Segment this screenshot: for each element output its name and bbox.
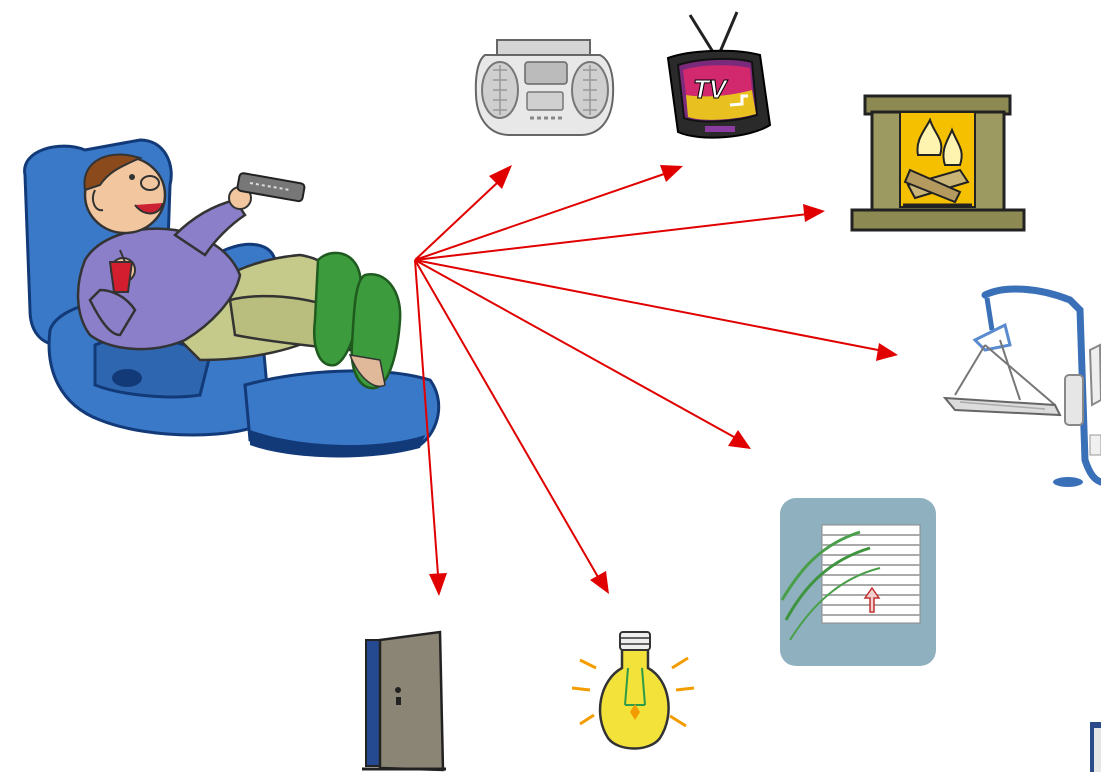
- window-blinds-icon: [780, 498, 936, 666]
- arrow-to-window-blinds: [415, 260, 751, 449]
- arrow-to-fireplace: [415, 204, 825, 260]
- light-bulb-icon: [572, 632, 694, 749]
- arrow-to-television: [415, 165, 683, 260]
- partial-bookend-icon: [1090, 722, 1101, 772]
- patient-lift-icon: [945, 289, 1101, 487]
- tv-icon: TV: [668, 12, 770, 138]
- fireplace-icon: [852, 96, 1024, 230]
- tv-label: TV: [693, 74, 729, 104]
- arrow-to-patient-lift: [415, 260, 898, 361]
- arrow-to-light-bulb: [415, 260, 609, 594]
- door-icon: [362, 632, 446, 770]
- boombox-icon: [476, 40, 613, 135]
- arrow-to-cd-radio: [415, 165, 512, 260]
- man-in-recliner-icon: [25, 140, 439, 457]
